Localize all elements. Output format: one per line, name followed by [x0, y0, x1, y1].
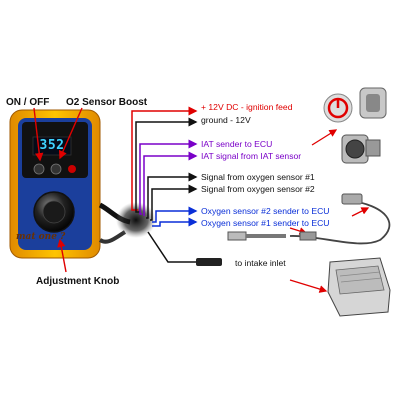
controller-device [9, 109, 131, 259]
wire-o2-1-ecu [152, 217, 198, 227]
adjustment-knob-label: Adjustment Knob [36, 276, 120, 287]
iat-sensor-icon [341, 134, 381, 164]
callout-arrows [33, 107, 83, 273]
wire-12v [131, 106, 198, 211]
wire-label-ground: ground - 12V [201, 115, 251, 125]
display-readout: 352 [39, 138, 65, 153]
wire-o2-1 [146, 172, 198, 219]
wire-label-12v: + 12V DC - ignition feed [201, 102, 293, 112]
wire-label-o2-1-ecu: Oxygen sensor #1 sender to ECU [201, 218, 330, 228]
wire-label-o2-2-ecu: Oxygen sensor #2 sender to ECU [201, 206, 330, 216]
on-off-label: ON / OFF [6, 97, 50, 108]
ignition-switch-icon [359, 87, 387, 119]
wire-iat-signal [143, 151, 198, 216]
wire-runs [131, 106, 198, 263]
wire-label-iat-ecu: IAT sender to ECU [201, 139, 273, 149]
wire-label-iat-signal: IAT signal from IAT sensor [201, 151, 302, 161]
wire-iat-ecu [139, 139, 198, 215]
brand-logo-text: mat one ? [16, 232, 66, 242]
power-button-icon [323, 93, 353, 123]
wire-intake [147, 231, 196, 263]
wire-ground [135, 117, 198, 213]
oxygen-sensor-icon [227, 193, 391, 245]
boost-button [50, 163, 62, 175]
power-switch [33, 163, 45, 175]
cable-bundle [116, 202, 156, 238]
wire-label-o2-2: Signal from oxygen sensor #2 [201, 184, 315, 194]
intake-connector [196, 258, 222, 266]
wire-label-intake: to intake inlet [235, 258, 286, 268]
wire-label-o2-1: Signal from oxygen sensor #1 [201, 172, 315, 182]
intake-housing-icon [327, 257, 391, 317]
wire-o2-2-ecu [152, 206, 198, 223]
o2-boost-label: O2 Sensor Boost [66, 97, 148, 108]
wire-o2-2 [150, 184, 198, 221]
